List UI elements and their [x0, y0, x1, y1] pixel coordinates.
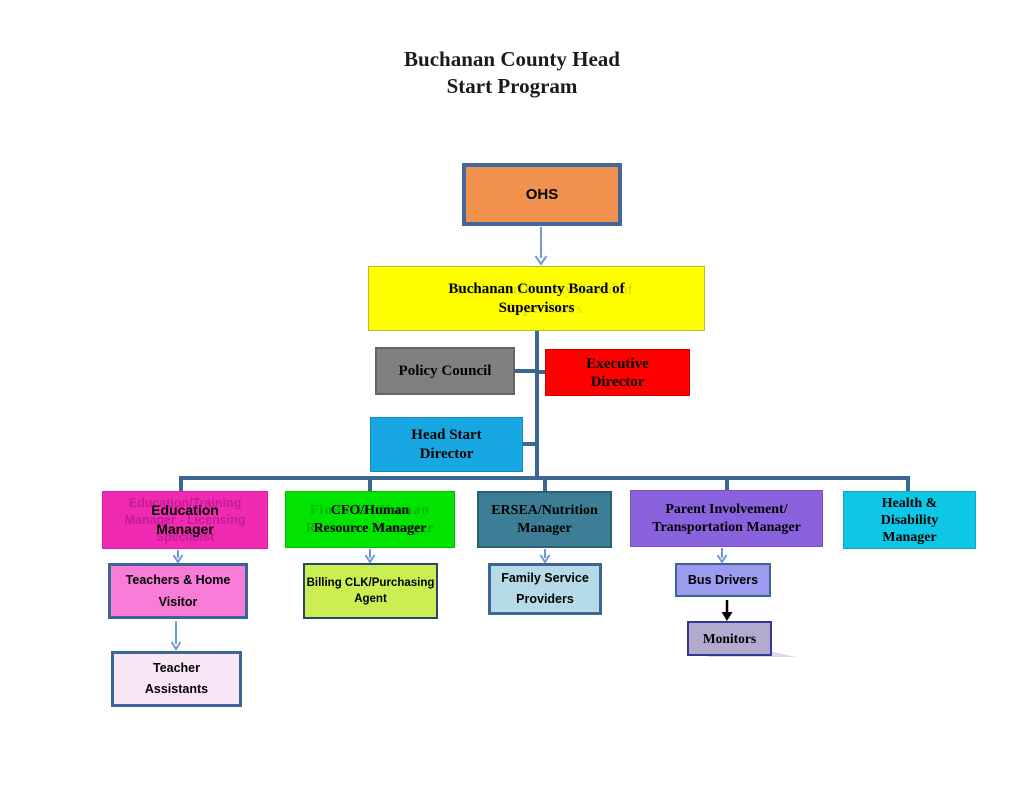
node-ersea-nutrition-manager: ERSEA/Nutrition Manager — [477, 491, 612, 548]
node-monitors-label: Monitors — [702, 630, 757, 646]
arrowhead-ohs-board — [534, 255, 548, 266]
node-executive-director: Executive Director — [545, 349, 690, 396]
node-health-disability-manager: Health & Disability Manager — [843, 491, 976, 549]
node-bus-label: Bus Drivers — [687, 573, 759, 587]
arrowhead-ersea-family — [539, 554, 551, 564]
node-health-label: Health & Disability Manager — [880, 495, 939, 545]
node-cfo-label: CFO/Human Resource Manager — [313, 502, 427, 536]
node-family-service-providers: Family Service Providers — [488, 563, 602, 615]
node-parent-label: Parent Involvement/ Transportation Manag… — [652, 501, 801, 535]
node-bus-drivers: Bus Drivers — [675, 563, 771, 597]
node-policy-council: Policy Council — [375, 347, 515, 395]
node-ohs-label: OHS — [525, 186, 559, 203]
node-policy-label: Policy Council — [398, 362, 492, 379]
node-teacher-assistants: Teacher Assistants — [111, 651, 242, 707]
node-family-label: Family Service Providers — [501, 571, 589, 606]
node-executive-label: Executive Director — [586, 355, 649, 390]
node-teachers-label: Teachers & Home Visitor — [125, 573, 231, 609]
node-billing-label: Billing CLK/Purchasing Agent — [306, 577, 435, 605]
node-head-start-director: Head Start Director — [370, 417, 523, 472]
node-board-label: Buchanan County Board of Supervisors — [448, 280, 625, 316]
node-cfo-hr-manager: Financial/Human Resource Manager CFO/Hum… — [285, 491, 455, 548]
arrowhead-cfo-billing — [364, 554, 376, 564]
node-director-label: Head Start Director — [411, 426, 482, 462]
node-billing-clk-purchasing-agent: Billing CLK/Purchasing Agent — [303, 563, 438, 619]
arrowhead-bus-monitors — [721, 612, 733, 621]
arrowhead-teachers-assistants — [170, 641, 182, 651]
node-education-manager: Education/Training Manager - Licensing S… — [102, 491, 268, 549]
node-ersea-label: ERSEA/Nutrition Manager — [491, 502, 598, 536]
arrowhead-education-teachers — [172, 554, 184, 564]
page-title: Buchanan County Head Start Program — [404, 47, 620, 98]
node-ohs: OHS — [462, 163, 622, 226]
node-teachers-home-visitor: Teachers & Home Visitor — [108, 563, 248, 619]
node-parent-involvement-transportation-manager: Parent Involvement/ Transportation Manag… — [630, 490, 823, 547]
arrowhead-parent-bus — [716, 554, 728, 564]
node-education-label: Education Manager — [151, 502, 219, 537]
node-monitors: Monitors — [687, 621, 772, 656]
node-assistants-label: Teacher Assistants — [144, 661, 209, 696]
node-board-of-supervisors: Buchanan County Board of Supervisors — [368, 266, 705, 331]
